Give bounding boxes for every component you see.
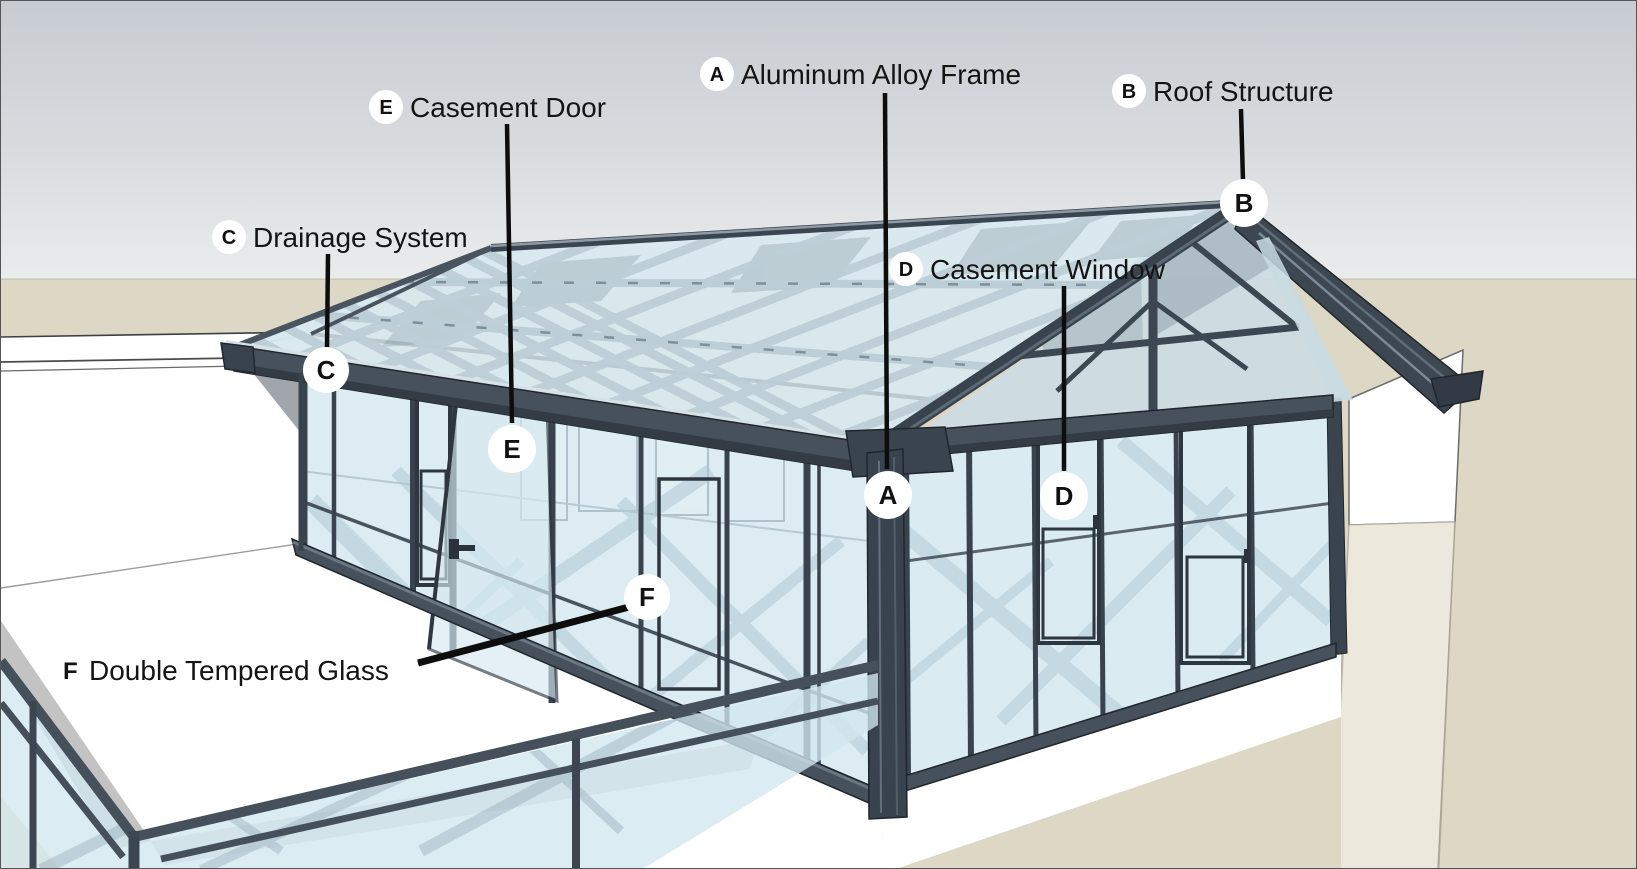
roof-right-overhang [1234,201,1484,415]
callout-a-line [882,92,890,470]
callout-a-text: Aluminum Alloy Frame [741,59,1021,90]
callout-e-label-letter: E [379,97,392,119]
callout-a: A Aluminum Alloy Frame A [700,57,1021,519]
door-handle-bar [457,545,475,551]
far-wall-top-edge [1,331,312,338]
eave-endcap-left [220,342,256,374]
parapet-cap-line-1 [1,357,240,363]
railing-shadow-left [1,621,151,849]
callout-d-label-letter: D [899,259,913,281]
right-eave-endcap [1430,370,1484,408]
window-handle [1093,515,1099,529]
beige-foreground-right [898,717,1341,868]
callout-d-label-circle [889,252,923,286]
callout-e-marker [488,425,536,473]
callout-c-label-letter: C [222,227,236,249]
callout-f-marker-letter: F [639,582,655,612]
callout-b-line [1238,108,1246,182]
callout-d-marker-letter: D [1055,481,1074,511]
roof-ridge-highlight [490,199,1245,248]
callout-b-text: Roof Structure [1153,76,1334,107]
callout-b-marker [1220,179,1268,227]
callout-f-label-letter: F [63,658,78,685]
roof-hip-front [227,245,493,352]
sunroom [220,197,1484,820]
callout-d-marker [1040,472,1088,520]
callout-b-label-letter: B [1122,81,1136,103]
callout-e: E Casement Door E [369,90,606,473]
callout-f-text: Double Tempered Glass [89,655,389,686]
callout-c-line [324,253,331,350]
right-wall-mullions [903,407,1334,788]
callout-e-text: Casement Door [410,92,606,123]
roof-ridge [490,199,1245,252]
window-handle-2 [1244,549,1250,563]
callout-f-line [417,603,630,667]
railing-glass [1,669,878,868]
right-overhang-glass-sliver [1256,237,1353,400]
callout-a-marker-letter: A [879,480,898,510]
callout-f-marker [624,574,670,620]
right-wall-seam [1437,521,1456,868]
railing-rails [1,657,880,863]
gable-rake-left [867,197,1248,457]
roof-hip-back [310,246,492,336]
base-wall-under-right-wall [869,647,1341,868]
railing-posts [29,701,580,868]
door-handle [449,539,459,559]
gable-rake-left-highlight [880,207,1242,450]
eave-shadow-wedge [240,363,304,437]
callout-d: D Casement Window D [889,252,1166,520]
roof-purlins [316,278,1120,371]
front-eave-gutter-lip [234,363,869,473]
callout-d-text: Casement Window [930,254,1166,285]
callout-a-label-letter: A [710,64,724,86]
callouts: A Aluminum Alloy Frame A B Roof Structur… [63,57,1334,686]
callout-a-marker [864,471,912,519]
callout-b-label-circle [1112,74,1146,108]
callout-a-label-circle [700,57,734,91]
callout-b-marker-letter: B [1235,188,1254,218]
callout-b: B Roof Structure B [1112,74,1334,227]
callout-e-line [504,123,515,424]
callout-c-text: Drainage System [253,222,468,253]
callout-c-marker [303,347,349,393]
callout-e-marker-letter: E [503,434,520,464]
callout-f: F Double Tempered Glass F [63,574,670,686]
callout-c-marker-letter: C [317,355,336,385]
callout-c: C Drainage System C [212,220,468,393]
right-wall-top-beam-shade [869,409,1333,461]
callout-e-label-circle [369,90,403,124]
callout-c-label-circle [212,220,246,254]
parapet-cap-line-2 [1,365,241,372]
right-cream-wall [1330,521,1456,868]
